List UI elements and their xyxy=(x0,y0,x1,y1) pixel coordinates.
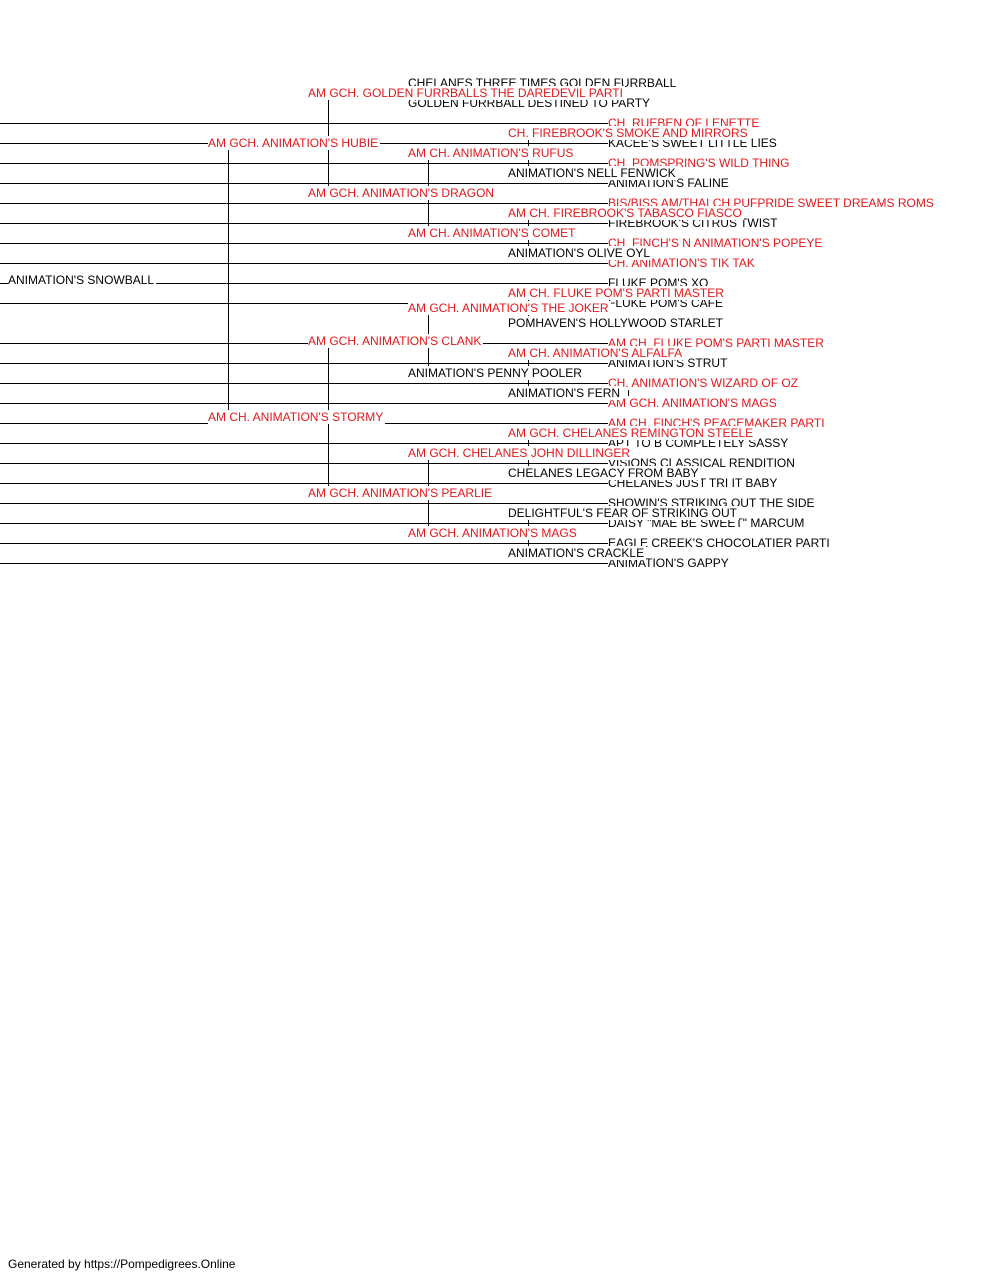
generated-by-footer: Generated by https://Pompedigrees.Online xyxy=(8,1257,236,1271)
subject-dog-name: ANIMATION'S SNOWBALL xyxy=(8,272,157,287)
ancestor-name: AM GCH. ANIMATION'S DRAGON xyxy=(308,186,497,200)
ancestor-name: AM CH. ANIMATION'S RUFUS xyxy=(408,146,576,160)
ancestor-name: DELIGHTFUL'S FEAR OF STRIKING OUT xyxy=(508,506,739,520)
ancestor-name: ANIMATION'S CRACKLE xyxy=(508,546,647,560)
ancestor-name: AM GCH. ANIMATION'S MAGS xyxy=(408,526,579,540)
ancestor-name: AM CH. ANIMATION'S ALFALFA xyxy=(508,346,685,360)
ancestor-name: POMHAVEN'S HOLLYWOOD STARLET xyxy=(508,316,725,330)
ancestor-name: ANIMATION'S PENNY POOLER xyxy=(408,366,584,380)
ancestor-name: AM GCH. ANIMATION'S CLANK xyxy=(308,333,484,348)
ancestor-name: AM GCH. CHELANES REMINGTON STEELE xyxy=(508,426,756,440)
ancestor-name: AM GCH. CHELANES JOHN DILLINGER xyxy=(408,446,633,460)
ancestor-name: CH. FIREBROOK'S SMOKE AND MIRRORS xyxy=(508,126,750,140)
ancestor-name: CHELANES LEGACY FROM BABY xyxy=(508,466,701,480)
ancestor-name: CH. FINCH'S N ANIMATION'S POPEYE xyxy=(608,236,825,250)
ancestor-name: ANIMATION'S FERN xyxy=(508,386,623,400)
ancestor-name: AM GCH. ANIMATION'S THE JOKER xyxy=(408,301,611,315)
ancestor-name: AM CH. FIREBROOK'S TABASCO FIASCO xyxy=(508,206,744,220)
ancestor-name: CH. ANIMATION'S WIZARD OF OZ xyxy=(608,376,801,390)
ancestor-name: AM CH. FLUKE POM'S PARTI MASTER xyxy=(508,286,726,300)
ancestor-name: ANIMATION'S OLIVE OYL xyxy=(508,246,653,260)
ancestor-name: AM GCH. GOLDEN FURRBALLS THE DAREDEVIL P… xyxy=(308,86,625,100)
ancestor-name: AM GCH. ANIMATION'S HUBIE xyxy=(208,136,381,150)
ancestor-name: AM GCH. ANIMATION'S PEARLIE xyxy=(308,486,495,500)
ancestor-name: ANIMATION'S NELL FENWICK xyxy=(508,166,678,180)
ancestor-name: AM CH. ANIMATION'S COMET xyxy=(408,226,578,240)
ancestor-name: AM GCH. ANIMATION'S MAGS xyxy=(608,396,779,410)
ancestor-name: AM CH. ANIMATION'S STORMY xyxy=(208,409,386,424)
ancestor-name: EAGLE CREEK'S CHOCOLATIER PARTI xyxy=(608,536,832,550)
